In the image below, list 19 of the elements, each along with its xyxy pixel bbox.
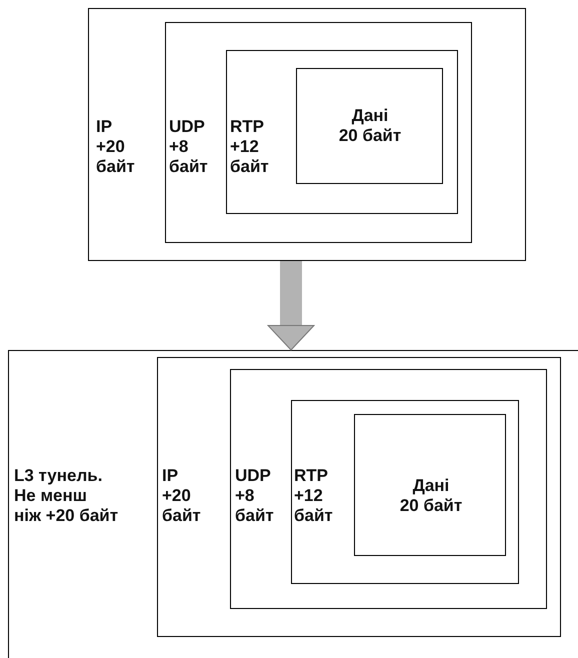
layer-box — [165, 22, 472, 243]
box-label: RTP +12 байт — [294, 466, 334, 526]
layer-box — [291, 400, 519, 584]
box-label: IP +20 байт — [96, 117, 136, 177]
block-arrow — [268, 261, 314, 350]
box-label: IP +20 байт — [162, 466, 202, 526]
box-label: Дані 20 байт — [398, 476, 464, 516]
layer-box — [226, 50, 458, 214]
layer-box — [8, 350, 578, 658]
layer-box — [88, 8, 526, 261]
layer-box — [157, 357, 561, 637]
box-label: UDP +8 байт — [235, 466, 275, 526]
box-label: L3 тунель. Не менш ніж +20 байт — [14, 466, 120, 526]
layer-box — [296, 68, 443, 184]
box-label: UDP +8 байт — [169, 117, 209, 177]
layer-box — [354, 414, 506, 556]
layer-box — [230, 369, 547, 609]
box-label: Дані 20 байт — [338, 106, 402, 146]
box-label: RTP +12 байт — [230, 117, 270, 177]
